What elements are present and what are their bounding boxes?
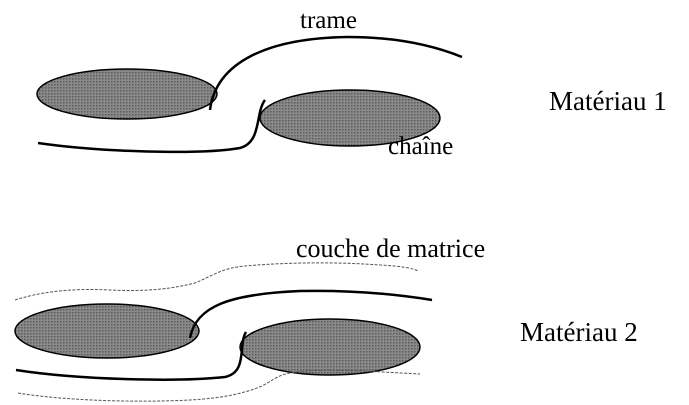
label-couche-de-matrice: couche de matrice: [296, 236, 485, 262]
label-chaine: chaîne: [388, 134, 453, 159]
label-materiau-1: Matériau 1: [549, 88, 667, 115]
matrix-layer-upper: [15, 263, 418, 300]
yarn-left-1: [37, 69, 217, 119]
yarn-right-2: [240, 319, 420, 375]
material-2-figure: [15, 263, 432, 401]
matrix-layer-lower: [18, 370, 420, 401]
label-materiau-2: Matériau 2: [520, 319, 638, 346]
yarn-left-2: [15, 304, 199, 358]
label-trame: trame: [300, 8, 357, 33]
